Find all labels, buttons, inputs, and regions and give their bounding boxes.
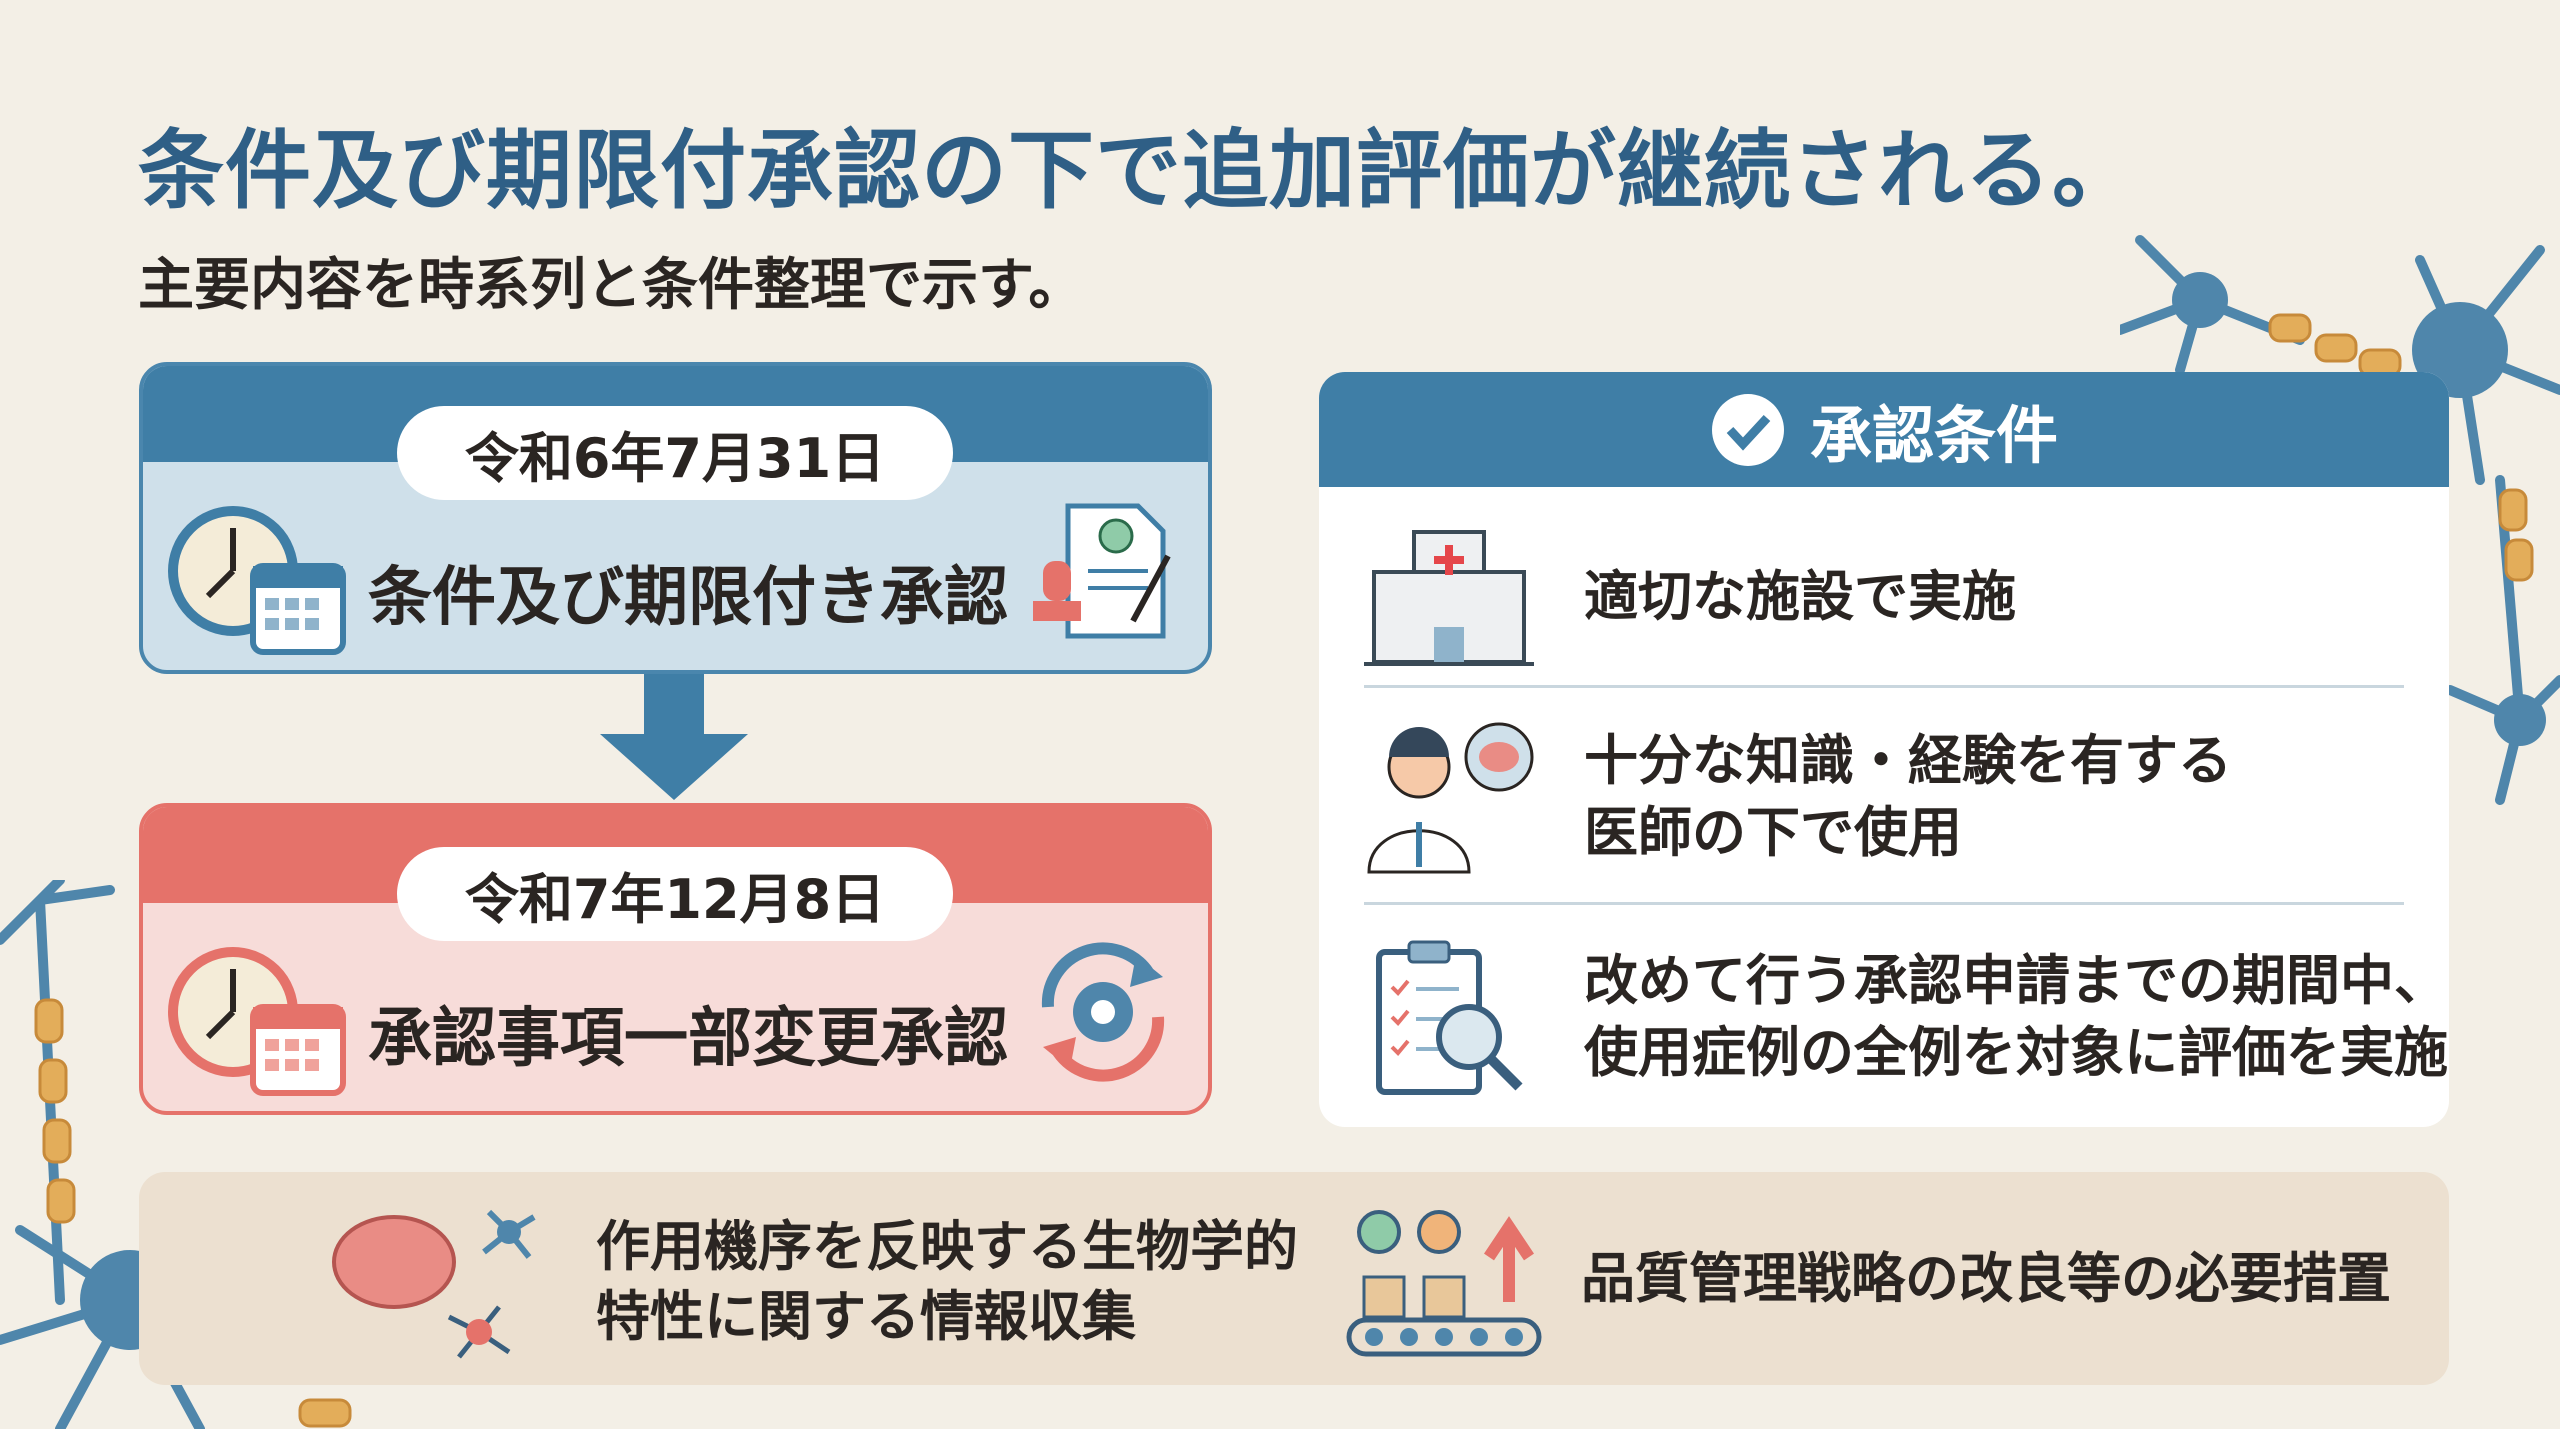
divider — [1364, 902, 2404, 905]
clock-calendar-icon — [168, 947, 346, 1096]
timeline-card-partial-change-approval: 令和7年12月8日 承認事項一部変更承認 — [139, 803, 1212, 1115]
measure-text: 品質管理戦略の改良等の必要措置 — [1581, 1247, 2391, 1310]
measure-text: 作用機序を反映する生物学的特性に関する情報収集 — [596, 1215, 1298, 1348]
condition-item: 適切な施設で実施 — [1364, 522, 2404, 672]
page-subtitle: 主要内容を時系列と条件整理で示す。 — [138, 253, 1085, 318]
timeline-card-conditional-approval: 令和6年7月31日 条件及び期限付き承認 — [139, 362, 1212, 674]
condition-text: 改めて行う承認申請までの期間中、使用症例の全例を対象に評価を実施 — [1584, 949, 2448, 1084]
neuron-decoration-top-right — [2120, 235, 2560, 805]
condition-item: 十分な知識・経験を有する医師の下で使用 — [1364, 707, 2404, 887]
date-pill: 令和6年7月31日 — [397, 406, 953, 500]
hospital-icon — [1364, 530, 1534, 666]
clipboard-search-icon — [1376, 940, 1523, 1095]
clock-calendar-icon — [168, 506, 346, 655]
down-arrow-icon — [600, 674, 748, 800]
condition-text: 適切な施設で実施 — [1584, 565, 2016, 628]
timeline-label: 条件及び期限付き承認 — [368, 561, 1008, 635]
doctor-icon — [1367, 722, 1534, 874]
document-stamp-icon — [1033, 503, 1171, 639]
timeline-label: 承認事項一部変更承認 — [368, 1002, 1008, 1076]
page-title: 条件及び期限付承認の下で追加評価が継続される。 — [138, 121, 2139, 221]
quality-conveyor-icon — [1346, 1210, 1542, 1357]
additional-measures-band: 作用機序を反映する生物学的特性に関する情報収集 品質管理戦略の改良等の必要措置 — [139, 1172, 2449, 1385]
check-circle-icon — [1711, 393, 1784, 466]
condition-text: 十分な知識・経験を有する医師の下で使用 — [1584, 729, 2232, 864]
gear-cycle-icon — [1041, 942, 1165, 1082]
conditions-title: 承認条件 — [1809, 398, 2058, 472]
date-pill: 令和7年12月8日 — [397, 847, 953, 941]
brain-molecule-icon — [332, 1209, 536, 1359]
condition-item: 改めて行う承認申請までの期間中、使用症例の全例を対象に評価を実施 — [1364, 922, 2448, 1112]
approval-conditions-panel: 承認条件 適切な施設で実施 十分な知識・経験を有する医師の下で使用 — [1319, 372, 2449, 1127]
divider — [1364, 685, 2404, 688]
